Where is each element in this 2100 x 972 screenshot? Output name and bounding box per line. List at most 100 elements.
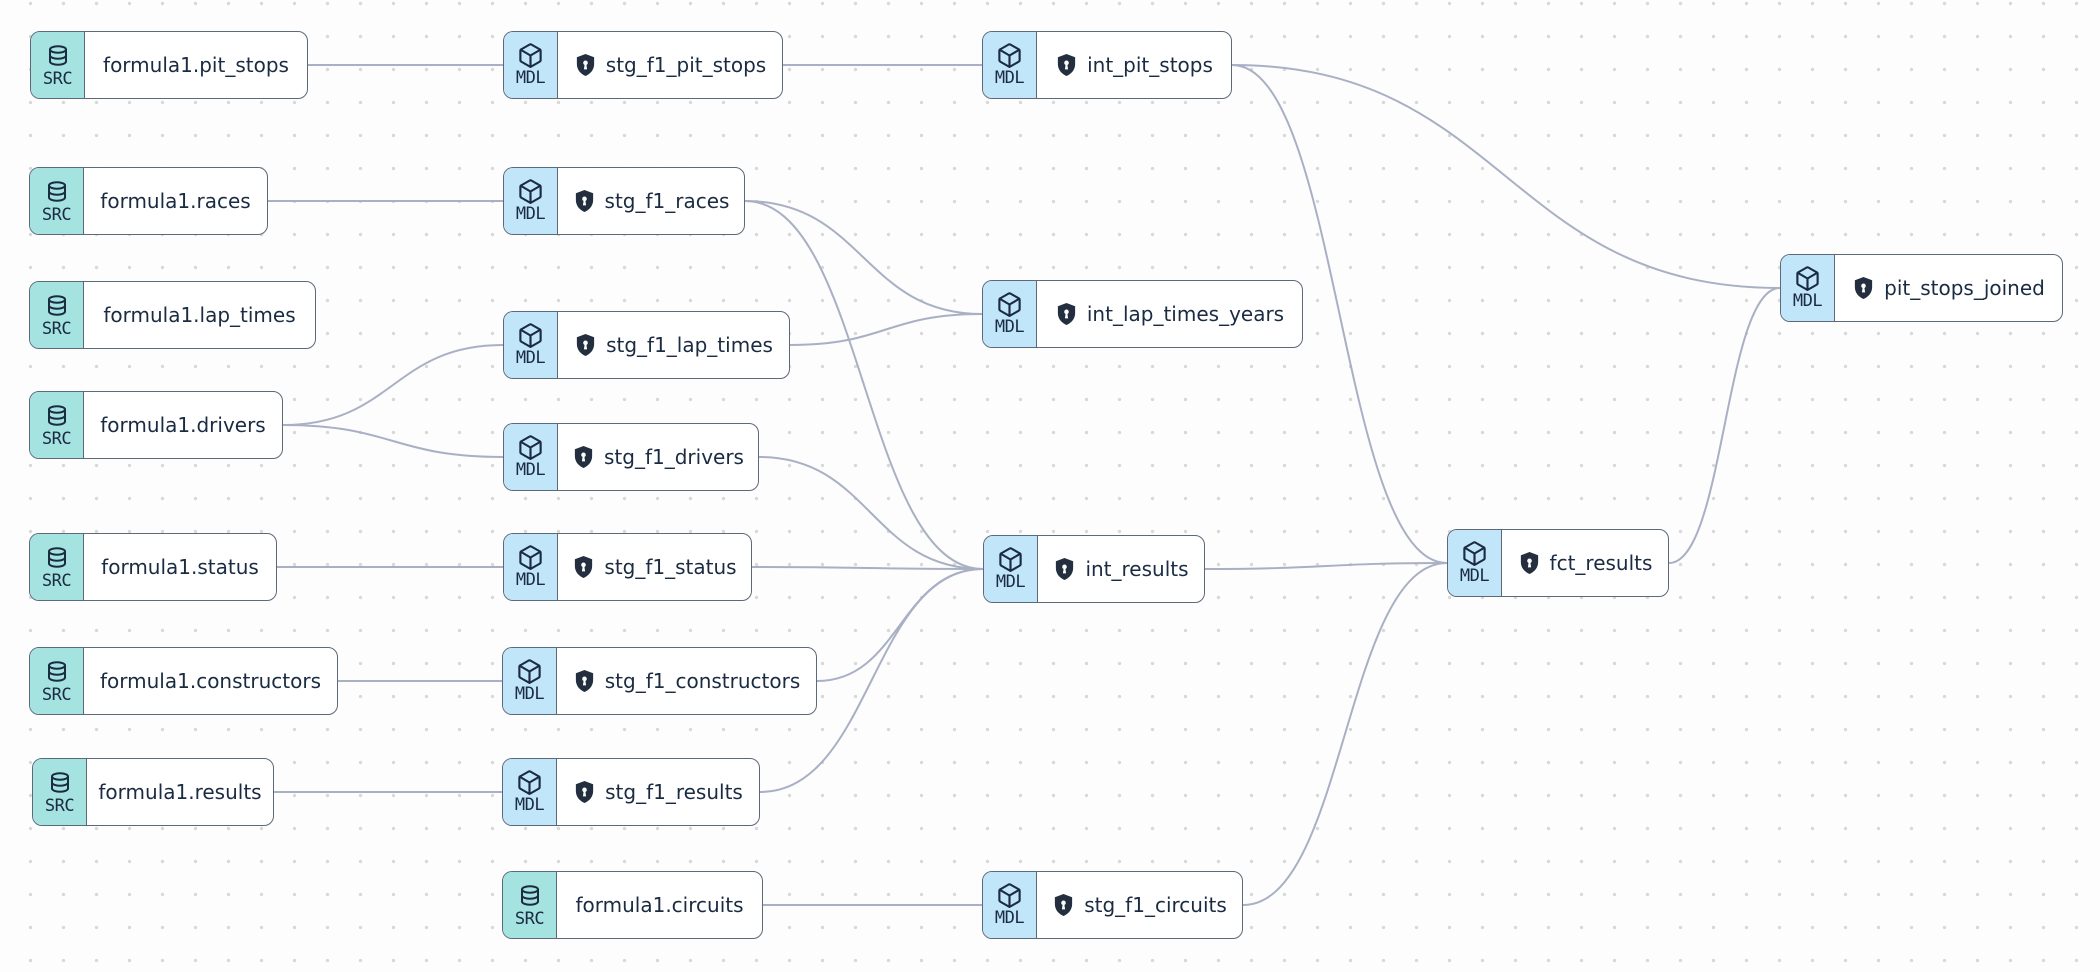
shield-lock-icon (573, 669, 596, 694)
lineage-node-stg_circuits[interactable]: MDL stg_f1_circuits (982, 871, 1243, 939)
edge-stg_drivers-to-int_results (758, 456, 984, 570)
database-icon (47, 546, 66, 568)
cube-icon (519, 323, 542, 349)
node-type-badge: MDL (503, 759, 557, 825)
edge-stg_status-to-int_results (751, 566, 984, 570)
cube-icon (998, 292, 1021, 318)
node-type-badge: MDL (983, 872, 1037, 938)
node-kind-label: MDL (994, 68, 1025, 88)
edge-stg_results-to-int_results (759, 568, 984, 793)
node-label: int_lap_times_years (1086, 302, 1285, 326)
node-kind-label: MDL (1459, 566, 1490, 586)
database-icon (48, 44, 67, 66)
shield-lock-icon (573, 189, 596, 214)
cube-icon (518, 659, 541, 685)
edge-int_pit_stops-to-fct_results (1231, 64, 1448, 564)
node-kind-label: MDL (994, 908, 1025, 928)
node-label: formula1.results (98, 780, 262, 804)
node-label: fct_results (1549, 551, 1653, 575)
node-label: formula1.lap_times (103, 303, 296, 327)
node-kind-label: MDL (515, 570, 546, 590)
lineage-node-stg_constructors[interactable]: MDL stg_f1_constructors (502, 647, 817, 715)
lineage-node-pit_stops_joined[interactable]: MDL pit_stops_joined (1780, 254, 2063, 322)
node-label: stg_f1_lap_times (606, 333, 773, 357)
cube-icon (1796, 266, 1819, 292)
shield-lock-icon (572, 445, 595, 470)
edge-stg_races-to-int_lap_times_years (744, 200, 983, 315)
lineage-node-stg_drivers[interactable]: MDL stg_f1_drivers (503, 423, 759, 491)
database-icon (50, 771, 69, 793)
lineage-node-src_circuits[interactable]: SRC formula1.circuits (502, 871, 763, 939)
lineage-node-stg_results[interactable]: MDL stg_f1_results (502, 758, 760, 826)
lineage-node-src_races[interactable]: SRC formula1.races (29, 167, 268, 235)
node-kind-label: MDL (515, 68, 546, 88)
node-type-badge: SRC (33, 759, 87, 825)
node-type-badge: MDL (984, 536, 1038, 602)
lineage-node-src_constructors[interactable]: SRC formula1.constructors (29, 647, 338, 715)
shield-lock-icon (572, 555, 595, 580)
node-kind-label: SRC (41, 428, 72, 449)
lineage-node-src_pit_stops[interactable]: SRC formula1.pit_stops (30, 31, 308, 99)
node-type-badge: SRC (30, 392, 84, 458)
node-type-badge: MDL (504, 424, 558, 490)
node-kind-label: SRC (41, 204, 72, 225)
lineage-node-src_results[interactable]: SRC formula1.results (32, 758, 274, 826)
node-label: formula1.pit_stops (103, 53, 289, 77)
cube-icon (998, 883, 1021, 909)
node-kind-label: SRC (41, 684, 72, 705)
node-label: formula1.circuits (575, 893, 744, 917)
cube-icon (519, 179, 542, 205)
node-label: stg_f1_status (604, 555, 737, 579)
lineage-node-stg_races[interactable]: MDL stg_f1_races (503, 167, 745, 235)
lineage-node-src_drivers[interactable]: SRC formula1.drivers (29, 391, 283, 459)
node-label: stg_f1_races (604, 189, 730, 213)
edge-stg_circuits-to-fct_results (1242, 562, 1448, 906)
node-type-badge: MDL (504, 168, 558, 234)
lineage-node-src_lap_times[interactable]: SRC formula1.lap_times (29, 281, 316, 349)
shield-lock-icon (1055, 302, 1078, 327)
database-icon (520, 884, 539, 906)
edge-stg_constructors-to-int_results (816, 568, 984, 682)
node-label: stg_f1_constructors (604, 669, 801, 693)
node-label: formula1.drivers (100, 413, 266, 437)
lineage-node-fct_results[interactable]: MDL fct_results (1447, 529, 1669, 597)
node-type-badge: SRC (30, 282, 84, 348)
edge-stg_races-to-int_results (744, 200, 984, 570)
edge-fct_results-to-pit_stops_joined (1668, 287, 1781, 564)
node-kind-label: MDL (515, 204, 546, 224)
node-label: stg_f1_circuits (1084, 893, 1227, 917)
node-type-badge: MDL (504, 32, 558, 98)
node-label: int_results (1085, 557, 1189, 581)
node-label: formula1.constructors (100, 669, 321, 693)
lineage-node-stg_lap_times[interactable]: MDL stg_f1_lap_times (503, 311, 790, 379)
lineage-node-int_pit_stops[interactable]: MDL int_pit_stops (982, 31, 1232, 99)
database-icon (47, 180, 66, 202)
node-label: formula1.races (100, 189, 251, 213)
node-type-badge: MDL (1448, 530, 1502, 596)
node-label: formula1.status (101, 555, 259, 579)
node-kind-label: SRC (41, 318, 72, 339)
cube-icon (518, 770, 541, 796)
cube-icon (1463, 541, 1486, 567)
node-kind-label: SRC (44, 795, 75, 816)
database-icon (47, 404, 66, 426)
node-kind-label: MDL (1792, 291, 1823, 311)
shield-lock-icon (1852, 276, 1875, 301)
node-kind-label: MDL (995, 572, 1026, 592)
cube-icon (519, 545, 542, 571)
node-type-badge: SRC (30, 168, 84, 234)
lineage-node-int_lap_times_years[interactable]: MDL int_lap_times_years (982, 280, 1303, 348)
shield-lock-icon (1052, 893, 1075, 918)
node-type-badge: MDL (504, 312, 558, 378)
lineage-node-stg_pit_stops[interactable]: MDL stg_f1_pit_stops (503, 31, 783, 99)
lineage-node-stg_status[interactable]: MDL stg_f1_status (503, 533, 752, 601)
lineage-node-src_status[interactable]: SRC formula1.status (29, 533, 277, 601)
shield-lock-icon (574, 53, 597, 78)
lineage-node-int_results[interactable]: MDL int_results (983, 535, 1205, 603)
node-kind-label: MDL (514, 795, 545, 815)
database-icon (47, 660, 66, 682)
shield-lock-icon (1055, 53, 1078, 78)
node-kind-label: MDL (994, 317, 1025, 337)
shield-lock-icon (574, 333, 597, 358)
